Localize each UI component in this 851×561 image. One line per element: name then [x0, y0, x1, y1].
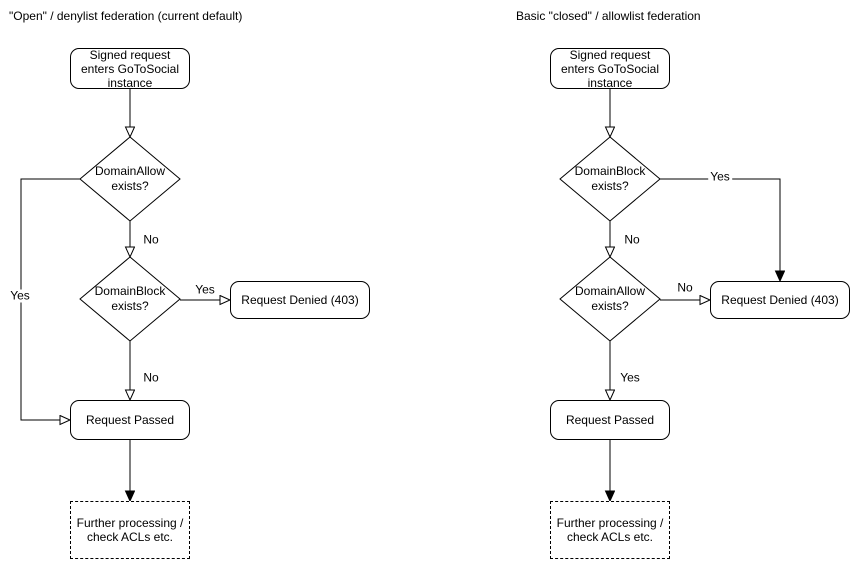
right-edge-label-decision2-no: No [675, 280, 695, 295]
right-edge-label-decision1-no: No [622, 232, 642, 247]
right-further-node: Further processing / check ACLs etc. [550, 501, 670, 559]
right-start-node-label: Signed request enters GoToSocial instanc… [560, 47, 660, 90]
left-further-node-label: Further processing / check ACLs etc. [76, 516, 184, 544]
right-decision2-label: DomainAllow exists? [574, 284, 646, 313]
left-passed-node-label: Request Passed [85, 413, 175, 427]
right-decision1-label: DomainBlock exists? [574, 164, 646, 193]
right-passed-node: Request Passed [550, 400, 670, 440]
left-start-node: Signed request enters GoToSocial instanc… [70, 47, 190, 90]
right-edge-decision1-yes [660, 178, 780, 281]
right-denied-node-label: Request Denied (403) [721, 293, 839, 307]
left-passed-node: Request Passed [70, 400, 190, 440]
left-denied-node: Request Denied (403) [230, 281, 370, 319]
left-decision1-shape [79, 136, 181, 222]
left-edge-label-decision1-yes: Yes [8, 288, 32, 303]
right-edge-label-decision1-yes: Yes [708, 169, 732, 184]
left-edge-label-decision2-yes: Yes [193, 282, 217, 297]
left-decision1-label: DomainAllow exists? [94, 164, 166, 193]
right-passed-node-label: Request Passed [565, 413, 655, 427]
right-denied-node: Request Denied (403) [710, 281, 850, 319]
left-start-node-label: Signed request enters GoToSocial instanc… [80, 47, 180, 90]
left-further-node: Further processing / check ACLs etc. [70, 501, 190, 559]
right-start-node: Signed request enters GoToSocial instanc… [550, 47, 670, 90]
left-decision2-label: DomainBlock exists? [94, 284, 166, 313]
left-decision2-shape [79, 256, 181, 342]
left-edge-label-decision2-no: No [141, 370, 161, 385]
right-chart-title: Basic "closed" / allowlist federation [516, 9, 701, 23]
right-decision2-shape [559, 256, 661, 342]
right-decision1-shape [559, 136, 661, 222]
right-edge-label-decision2-yes: Yes [618, 370, 642, 385]
right-further-node-label: Further processing / check ACLs etc. [556, 516, 664, 544]
left-denied-node-label: Request Denied (403) [241, 293, 359, 307]
left-chart-title: "Open" / denylist federation (current de… [9, 9, 243, 23]
left-edge-label-decision1-no: No [141, 232, 161, 247]
